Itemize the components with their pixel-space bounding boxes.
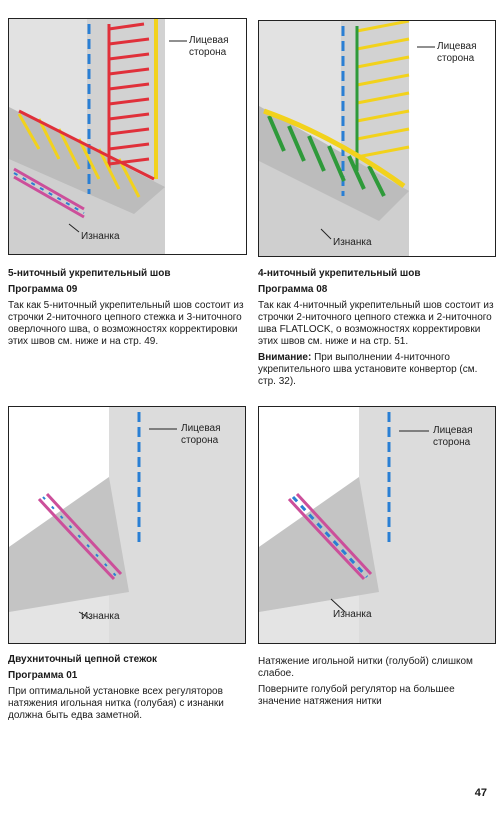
face-side-label: Лицевая сторона [433,425,473,448]
back-side-label: Изнанка [81,231,120,242]
section-body: При оптимальной установке всех регулятор… [8,686,224,721]
illustration-4-thread-safety-stitch: Лицевая сторона Изнанка [258,20,496,257]
note-label: Внимание: [258,352,312,363]
page-number: 47 [474,787,487,799]
caption-loose-tension: Натяжение игольной нитки (голубой) слишк… [258,656,496,712]
section-title: 4-ниточный укрепительный шов [258,268,421,279]
section-body: Так как 4-ниточный укрепительный шов сос… [258,300,494,347]
illustration-chain-stitch-loose-tension: Лицевая сторона Изнанка [258,406,496,644]
five-thread-stitch-drawing [9,19,187,254]
section-title: 5-ниточный укрепительный шов [8,268,171,279]
program-label: Программа 09 [8,284,78,295]
illustration-5-thread-safety-stitch: Лицевая сторона Изнанка [8,18,247,255]
section-body: Так как 5-ниточный укрепительный шов сос… [8,300,244,347]
back-side-label: Изнанка [81,611,120,622]
face-side-label: Лицевая сторона [437,41,477,64]
face-side-label: Лицевая сторона [181,423,221,446]
caption-4-thread: 4-ниточный укрепительный шов Программа 0… [258,268,496,392]
back-side-label: Изнанка [333,609,372,620]
section-body: Натяжение игольной нитки (голубой) слишк… [258,656,473,679]
illustration-chain-stitch-correct: Лицевая сторона Изнанка [8,406,246,644]
program-label: Программа 01 [8,670,78,681]
program-label: Программа 08 [258,284,328,295]
note-paragraph: Внимание: При выполнении 4-ниточного укр… [258,352,496,388]
chain-stitch-drawing [9,407,245,643]
four-thread-stitch-drawing [259,21,435,256]
section-title: Двухниточный цепной стежок [8,654,158,665]
back-side-label: Изнанка [333,237,372,248]
section-body-2: Поверните голубой регулятор на большее з… [258,684,455,707]
note-text: При выполнении 4-ниточного укрепительног… [258,352,478,387]
caption-chain-stitch: Двухниточный цепной стежок Программа 01 … [8,654,248,726]
loose-tension-drawing [259,407,495,643]
face-side-label: Лицевая сторона [189,35,229,58]
caption-5-thread: 5-ниточный укрепительный шов Программа 0… [8,268,248,352]
